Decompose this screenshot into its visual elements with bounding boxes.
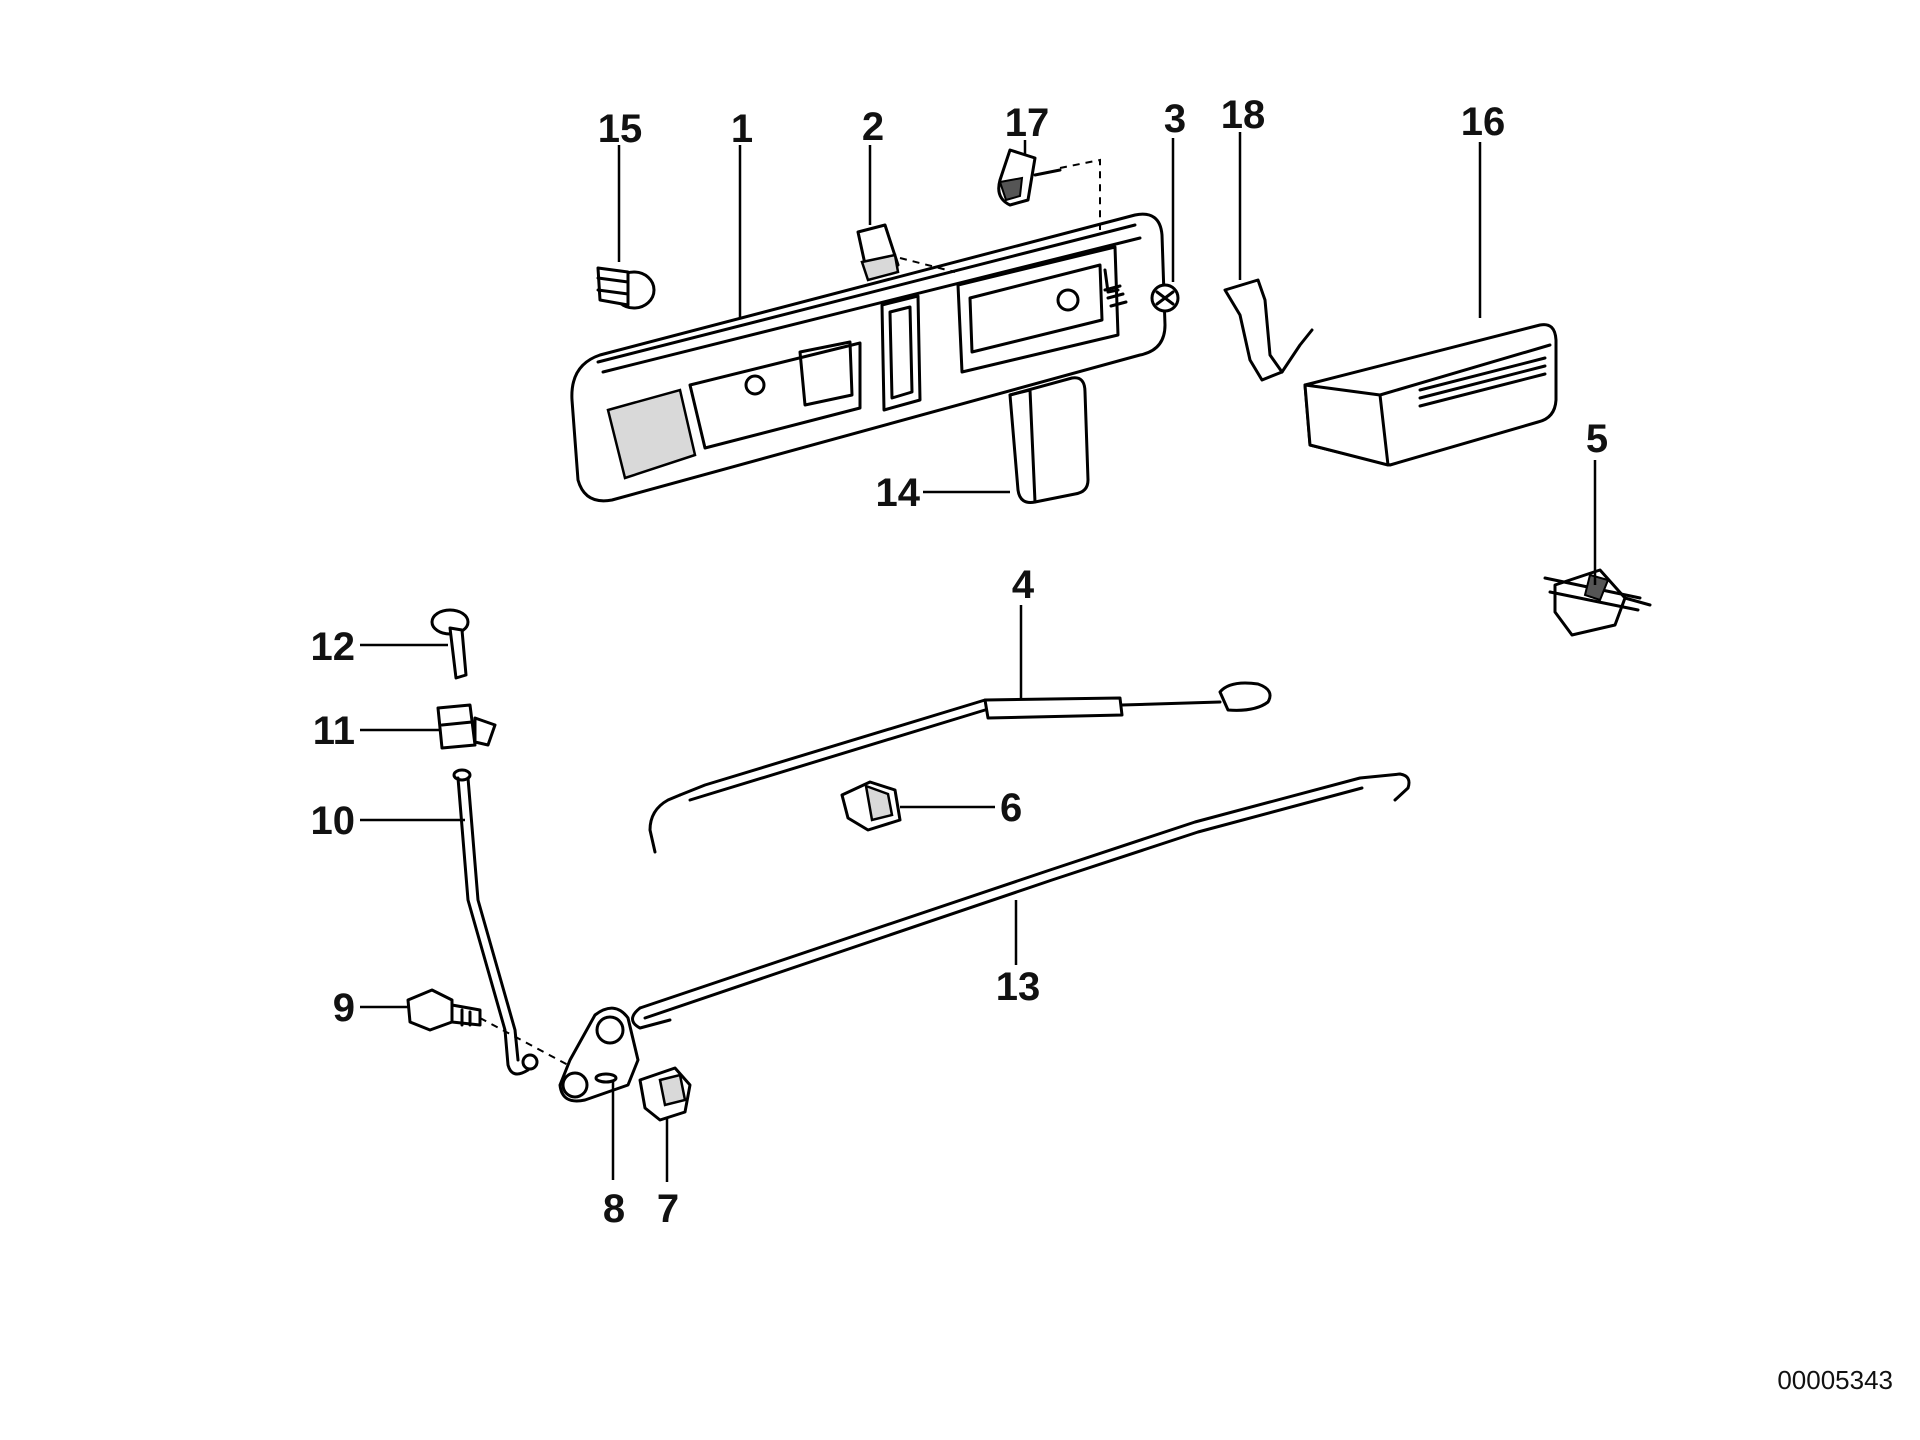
callout-1: 1 xyxy=(731,107,753,151)
leader-lines xyxy=(360,132,1597,1182)
callout-10: 10 xyxy=(311,799,356,843)
callout-16: 16 xyxy=(1461,100,1506,144)
part-6-cable-clip xyxy=(840,780,902,832)
callout-6: 6 xyxy=(1000,786,1022,830)
callout-3: 3 xyxy=(1164,97,1186,141)
callout-5: 5 xyxy=(1586,417,1608,461)
part-9-bolt xyxy=(406,988,601,1083)
callout-8: 8 xyxy=(603,1187,625,1231)
part-17-pin xyxy=(997,148,1101,230)
document-number: 00005343 xyxy=(1777,1365,1893,1395)
part-3-screw xyxy=(1103,283,1180,313)
part-8-lever xyxy=(558,1006,640,1103)
part-7-clip xyxy=(638,1066,692,1122)
callout-12: 12 xyxy=(311,625,356,669)
part-15-push-rivet xyxy=(596,266,656,310)
callout-17: 17 xyxy=(1005,101,1050,145)
callout-14: 14 xyxy=(876,471,921,515)
part-5-cable-clip xyxy=(1543,568,1652,637)
callout-9: 9 xyxy=(333,986,355,1030)
part-13-rod xyxy=(631,772,1411,1030)
part-4-bowden-cable xyxy=(648,681,1272,854)
callout-2: 2 xyxy=(862,105,884,149)
part-2-clip xyxy=(856,223,956,282)
part-10-rod xyxy=(452,768,539,1076)
part-11-clip xyxy=(436,703,497,750)
part-14-cover-cap xyxy=(1008,376,1090,504)
part-16-ashtray xyxy=(1303,323,1558,467)
callout-7: 7 xyxy=(657,1187,679,1231)
callout-4: 4 xyxy=(1012,563,1035,607)
part-18-spring-clip xyxy=(1223,278,1314,382)
callout-15: 15 xyxy=(598,107,643,151)
callout-13: 13 xyxy=(996,965,1041,1009)
callout-11: 11 xyxy=(313,709,355,753)
callout-18: 18 xyxy=(1221,93,1266,137)
part-1-handle-bezel xyxy=(570,212,1167,503)
part-12-pin xyxy=(430,608,470,680)
callout-labels: 15 1 2 17 3 18 16 5 14 4 6 13 12 11 10 9… xyxy=(311,93,1609,1231)
